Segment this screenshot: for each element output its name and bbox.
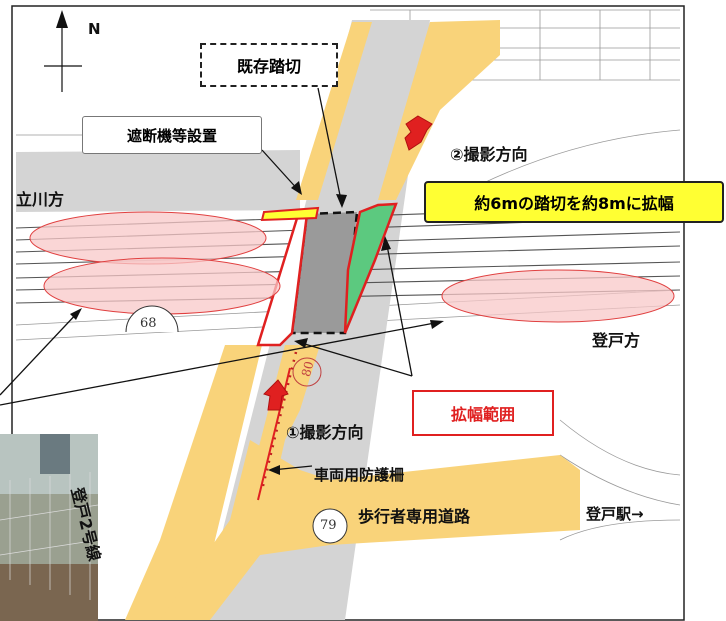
vehicle-fence-label: 車両用防護柵 [314,466,405,484]
north-arrow-icon [44,10,82,92]
marker-79-label: 79 [320,518,337,533]
west-road [16,150,300,212]
camera-direction-arrow-icon [404,115,433,151]
photo-thumbnail [0,434,99,621]
marker-68 [125,305,179,333]
direction-2-label: ②撮影方向 [450,145,528,164]
barrier-install-callout: 遮断機等設置 [82,116,262,154]
widening-outline-east [343,202,398,334]
barrier-strip [260,206,320,222]
marker-80 [292,357,322,387]
proposed-road-areas [125,20,580,620]
marker-68-label: 68 [140,316,157,331]
photo-area-ellipses [29,211,675,323]
leader-arrowheads [70,181,444,475]
map-frame [11,5,685,621]
camera-direction-arrow-icon-2 [263,379,289,411]
compass-label: N [88,20,101,38]
west-direction-label: 立川方 [16,190,65,209]
east-direction-label: 登戸方 [592,331,641,350]
station-label: 登戸駅→ [586,505,644,523]
marker-79 [312,508,348,544]
existing-crossing-area [292,212,357,333]
existing-crossing-callout: 既存踏切 [200,43,338,87]
widening-note-callout: 約6mの踏切を約8mに拡幅 [424,181,724,223]
direction-1-label: ①撮影方向 [286,423,364,442]
widening-range-callout: 拡幅範囲 [412,390,554,436]
pedestrian-road-label: 歩行者専用道路 [358,507,471,526]
